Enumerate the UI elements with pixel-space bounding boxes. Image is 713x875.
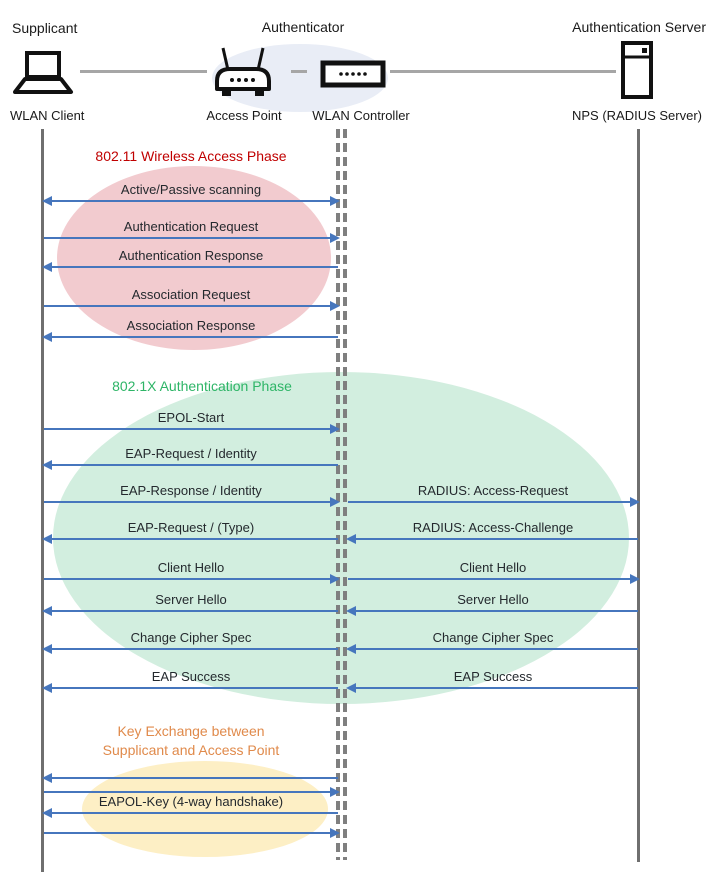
- message-arrow: [42, 644, 338, 654]
- role-authenticator-label: Authenticator: [261, 19, 345, 35]
- message-arrow: [42, 606, 338, 616]
- arrowhead-right-icon: [330, 574, 340, 584]
- arrowhead-right-icon: [630, 574, 640, 584]
- arrowhead-right-icon: [330, 497, 340, 507]
- arrowhead-left-icon: [42, 644, 52, 654]
- server-icon: [620, 40, 654, 105]
- message-arrow: [346, 683, 638, 693]
- wlan-controller-icon: [320, 60, 386, 93]
- arrowhead-left-icon: [346, 534, 356, 544]
- message-arrow: [44, 787, 340, 797]
- arrowhead-left-icon: [346, 683, 356, 693]
- message-arrow: [44, 828, 340, 838]
- role-authentication-server-label: Authentication Server: [572, 19, 706, 35]
- message-arrow: [44, 574, 340, 584]
- message-label: Change Cipher Spec: [432, 630, 554, 645]
- connector-dash-ap-controller: [291, 70, 307, 73]
- message-arrow: [42, 683, 338, 693]
- message-label: Authentication Request: [123, 219, 259, 234]
- connector-line-client-ap: [80, 70, 207, 73]
- lifeline-nps-server: [637, 129, 640, 862]
- message-arrow: [44, 497, 340, 507]
- message-label: Client Hello: [459, 560, 527, 575]
- message-label: EAP-Request / (Type): [127, 520, 255, 535]
- message-arrow: [42, 332, 338, 342]
- phase-title: Key Exchange between Supplicant and Acce…: [102, 723, 280, 758]
- lifeline-wlan-controller-left: [336, 129, 340, 860]
- arrowhead-right-icon: [330, 828, 340, 838]
- arrowhead-left-icon: [42, 606, 52, 616]
- message-arrow: [42, 196, 340, 206]
- phase-title: 802.11 Wireless Access Phase: [95, 148, 287, 164]
- arrowhead-right-icon: [330, 787, 340, 797]
- message-arrow: [42, 262, 338, 272]
- message-arrow: [44, 233, 340, 243]
- arrowhead-left-icon: [42, 332, 52, 342]
- device-label-wlan-controller: WLAN Controller: [312, 108, 410, 123]
- message-arrow: [346, 644, 638, 654]
- arrowhead-left-icon: [42, 460, 52, 470]
- message-label: RADIUS: Access-Request: [417, 483, 569, 498]
- message-label: Association Response: [126, 318, 256, 333]
- phase-ellipse: [57, 166, 331, 350]
- arrowhead-right-icon: [330, 301, 340, 311]
- phase-ellipse: [82, 761, 328, 857]
- message-label: EAPOL-Key (4-way handshake): [98, 794, 284, 809]
- message-label: EAP-Response / Identity: [120, 483, 262, 498]
- laptop-icon: [10, 50, 76, 101]
- arrowhead-left-icon: [42, 773, 52, 783]
- message-label: Client Hello: [157, 560, 225, 575]
- lifeline-wlan-controller-right: [343, 129, 347, 860]
- device-label-wlan-client: WLAN Client: [10, 108, 85, 123]
- role-supplicant-label: Supplicant: [12, 20, 78, 36]
- arrowhead-right-icon: [330, 424, 340, 434]
- message-arrow: [42, 460, 338, 470]
- arrowhead-right-icon: [330, 196, 340, 206]
- message-label: EAP Success: [453, 669, 533, 684]
- message-label: Change Cipher Spec: [130, 630, 252, 645]
- arrowhead-right-icon: [330, 233, 340, 243]
- message-arrow: [348, 497, 640, 507]
- message-label: EPOL-Start: [157, 410, 225, 425]
- message-label: Server Hello: [155, 592, 227, 607]
- arrowhead-left-icon: [42, 196, 52, 206]
- message-label: Active/Passive scanning: [120, 182, 262, 197]
- message-arrow: [42, 534, 338, 544]
- message-arrow: [42, 808, 338, 818]
- arrowhead-left-icon: [42, 683, 52, 693]
- message-label: EAP Success: [151, 669, 231, 684]
- arrowhead-left-icon: [42, 262, 52, 272]
- arrowhead-left-icon: [42, 808, 52, 818]
- connector-line-controller-server: [390, 70, 616, 73]
- arrowhead-left-icon: [346, 644, 356, 654]
- arrowhead-right-icon: [630, 497, 640, 507]
- message-label: Server Hello: [457, 592, 529, 607]
- message-arrow: [44, 424, 340, 434]
- phase-title: 802.1X Authentication Phase: [112, 378, 292, 394]
- message-label: RADIUS: Access-Challenge: [412, 520, 574, 535]
- message-label: Authentication Response: [118, 248, 264, 263]
- lifeline-wlan-client: [41, 129, 44, 872]
- message-arrow: [346, 606, 638, 616]
- access-point-icon: [212, 44, 274, 107]
- device-label-nps-radius-server: NPS (RADIUS Server): [571, 108, 703, 123]
- arrowhead-left-icon: [346, 606, 356, 616]
- message-label: EAP-Request / Identity: [125, 446, 257, 461]
- message-arrow: [348, 574, 640, 584]
- message-arrow: [42, 773, 338, 783]
- device-label-access-point: Access Point: [206, 108, 282, 123]
- message-arrow: [346, 534, 638, 544]
- arrowhead-left-icon: [42, 534, 52, 544]
- message-label: Association Request: [131, 287, 251, 302]
- message-arrow: [44, 301, 340, 311]
